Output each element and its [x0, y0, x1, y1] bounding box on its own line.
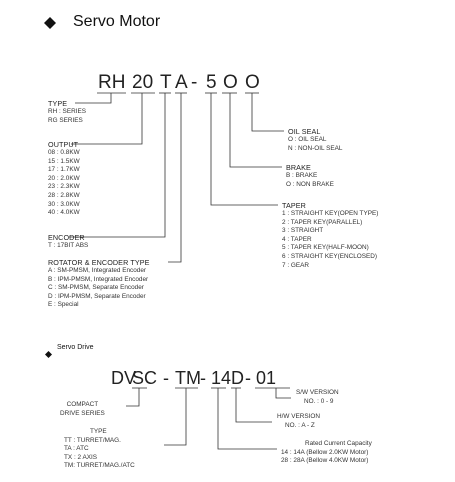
motor-output-label: OUTPUT — [48, 140, 79, 149]
drive-sw-label: S/W VERSION — [296, 389, 339, 396]
drive-hw-block: H/W VERSION NO. : A - Z — [277, 413, 320, 430]
servo-motor-bullet-icon — [44, 16, 56, 29]
drive-series-block: COMPACT DRIVE SERIES — [60, 401, 105, 418]
motor-code-oilseal: O — [245, 72, 260, 93]
motor-taper-block: TAPER 1 : STRAIGHT KEY(OPEN TYPE) 2 : TA… — [282, 201, 378, 270]
drive-current-label: Rated Current Capacity — [305, 440, 372, 447]
list-item: 30 : 3.0KW — [48, 200, 80, 208]
drive-hw-label: H/W VERSION — [277, 413, 320, 420]
drive-code-type: TM — [175, 368, 201, 388]
list-item: B : IPM-PMSM, Integrated Encoder — [48, 275, 149, 283]
motor-brake-block: BRAKE B : BRAKE O : NON BRAKE — [286, 163, 334, 189]
list-item: 7 : GEAR — [282, 261, 309, 269]
list-item: 40 : 4.0KW — [48, 209, 80, 217]
list-item: TA : ATC — [64, 445, 89, 453]
list-item: 3 : STRAIGHT — [282, 227, 324, 235]
list-item: RG SERIES — [48, 116, 83, 124]
list-item: 5 : TAPER KEY(HALF-MOON) — [282, 244, 369, 252]
drive-code-dv: DV — [111, 368, 137, 388]
list-item: A : SM-PMSM, Integrated Encoder — [48, 267, 147, 274]
list-item: 15 : 1.5KW — [48, 157, 80, 165]
motor-code-taper: 5 — [206, 72, 217, 93]
motor-brake-label: BRAKE — [286, 163, 311, 172]
motor-type-label: TYPE — [48, 99, 68, 108]
list-item: O : NON BRAKE — [286, 180, 334, 188]
list-item: COMPACT — [66, 401, 99, 408]
motor-code-rh: RH — [98, 72, 126, 93]
drive-type-block: TYPE TT : TURRET/MAG. TA : ATC TX : 2 AX… — [64, 428, 135, 471]
motor-code-brake: O — [223, 72, 238, 93]
list-item: TX : 2 AXIS — [64, 453, 98, 461]
list-item: N : NON-OIL SEAL — [288, 144, 343, 152]
drive-sw-block: S/W VERSION NO. : 0 - 9 — [296, 389, 339, 406]
drive-code-dash-3: - — [245, 368, 251, 388]
list-item: 20 : 2.0KW — [48, 174, 80, 182]
servo-drive-title: Servo Drive — [57, 344, 94, 351]
list-item: RH : SERIES — [48, 108, 86, 115]
list-item: DRIVE SERIES — [60, 409, 105, 417]
list-item: TT : TURRET/MAG. — [64, 436, 121, 444]
motor-code-output: 20 — [132, 72, 154, 93]
list-item: 23 : 2.3KW — [48, 183, 80, 191]
motor-encoder-block: ENCODER T : 17BIT ABS — [48, 233, 88, 251]
list-item: 2 : TAPER KEY(PARALLEL) — [282, 218, 363, 226]
list-item: 6 : STRAIGHT KEY(ENCLOSED) — [282, 252, 378, 260]
list-item: 28 : 2.8KW — [48, 191, 80, 199]
motor-encoder-label: ENCODER — [48, 233, 85, 242]
drive-code-series: SC — [132, 368, 158, 388]
servo-drive-bullet-icon — [45, 345, 52, 358]
motor-type-block: TYPE RH : SERIES RG SERIES — [48, 99, 86, 125]
drive-code-dash-1: - — [163, 368, 169, 388]
motor-output-block: OUTPUT 08 : 0.8KW 15 : 1.5KW 17 : 1.7KW … — [48, 140, 80, 218]
list-item: NO. : A - Z — [285, 421, 315, 429]
list-item: NO. : 0 - 9 — [304, 397, 334, 405]
list-item: B : BRAKE — [286, 172, 318, 179]
drive-type-label: TYPE — [90, 428, 107, 435]
servo-motor-title: Servo Motor — [73, 13, 161, 30]
motor-code-rotator: A — [175, 72, 188, 93]
drive-code-dash-2: - — [200, 368, 206, 388]
list-item: T : 17BIT ABS — [48, 242, 89, 249]
list-item: 28 : 28A (Bellow 4.0KW Motor) — [281, 457, 369, 465]
motor-code-encoder: T — [160, 72, 172, 93]
motor-code-dash: - — [191, 72, 198, 93]
motor-rotator-block: ROTATOR & ENCODER TYPE A : SM-PMSM, Inte… — [48, 258, 150, 310]
motor-oilseal-label: OIL SEAL — [288, 127, 321, 136]
drive-current-block: Rated Current Capacity 14 : 14A (Bellow … — [281, 440, 372, 466]
list-item: D : IPM-PMSM, Separate Encoder — [48, 292, 146, 300]
drive-code-current: 14 — [211, 368, 232, 388]
drive-code-sw: 01 — [256, 368, 277, 388]
motor-oilseal-block: OIL SEAL O : OIL SEAL N : NON-OIL SEAL — [288, 127, 342, 153]
list-item: 1 : STRAIGHT KEY(OPEN TYPE) — [282, 210, 379, 217]
list-item: 08 : 0.8KW — [48, 149, 80, 156]
list-item: TM: TURRET/MAG./ATC — [64, 462, 135, 470]
list-item: C : SM-PMSM, Separate Encoder — [48, 284, 144, 292]
list-item: 14 : 14A (Bellow 2.0KW Motor) — [281, 448, 369, 456]
list-item: O : OIL SEAL — [288, 136, 327, 143]
motor-rotator-label: ROTATOR & ENCODER TYPE — [48, 258, 150, 267]
list-item: 17 : 1.7KW — [48, 166, 80, 174]
list-item: 4 : TAPER — [282, 235, 312, 243]
drive-code-hw: D — [231, 368, 244, 388]
motor-taper-label: TAPER — [282, 201, 306, 210]
list-item: E : Special — [48, 301, 79, 309]
